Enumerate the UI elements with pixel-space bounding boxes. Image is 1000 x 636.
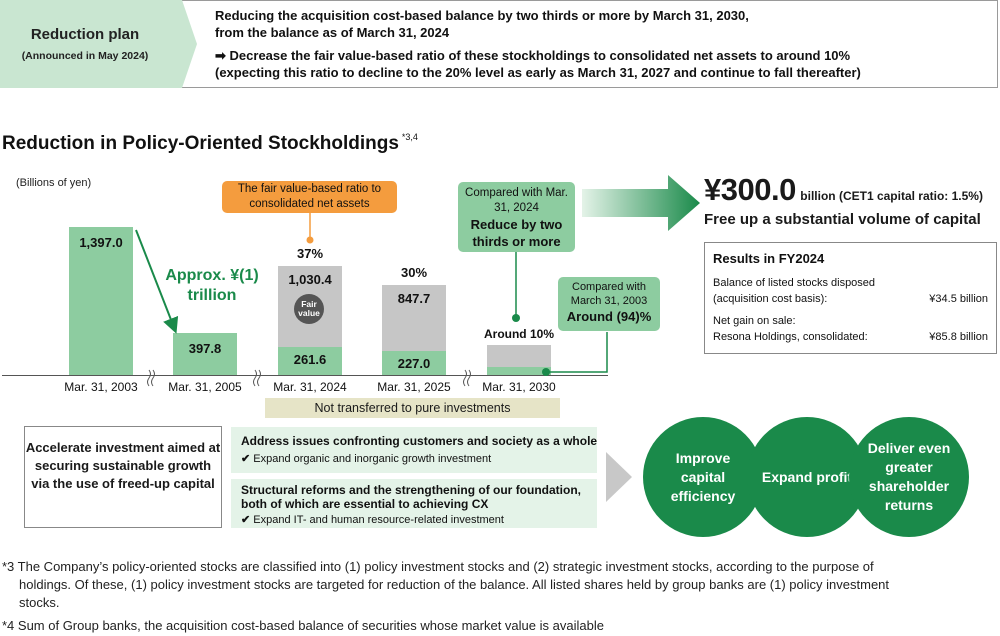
- x-label-2003: Mar. 31, 2003: [64, 380, 138, 394]
- plan-line-1-a: Reducing the acquisition cost-based bala…: [215, 8, 517, 23]
- plan-line-1-b: two thirds or more: [516, 8, 631, 23]
- big-arrow-icon: [582, 175, 700, 231]
- plan-line-3-b: around 10%: [776, 48, 851, 63]
- footnote-4: *4 Sum of Group banks, the acquisition c…: [2, 618, 604, 633]
- issue-box-customers: Address issues confronting customers and…: [231, 427, 597, 473]
- issue-box-1-sub: ✔ Expand organic and inorganic growth in…: [241, 452, 491, 465]
- footnote-3-line-3: stocks.: [19, 595, 60, 610]
- results-row2-a: Net gain on sale:: [713, 315, 796, 327]
- plan-tag: Reduction plan (Announced in May 2024): [0, 0, 197, 88]
- section-note-ref: *3,4: [401, 132, 418, 142]
- circle-1-text: Improve capital efficiency: [670, 449, 736, 504]
- check-icon: ✔: [241, 514, 251, 526]
- approx-trillion-annotation: Approx. ¥(1) trillion: [165, 267, 259, 304]
- fair-value-badge: Fair value: [294, 294, 324, 324]
- ratio-label-2030: Around 10%: [483, 327, 554, 341]
- compare-2024-callout: Compared with Mar. 31, 2024 Reduce by tw…: [458, 182, 575, 252]
- plan-line-1: Reducing the acquisition cost-based bala…: [215, 8, 749, 23]
- compare-2024-bold: Reduce by two thirds or more: [470, 217, 563, 249]
- issue-box-structural: Structural reforms and the strengthening…: [231, 479, 597, 528]
- x-label-2030: Mar. 31, 2030: [482, 380, 556, 394]
- compare-2003-callout: Compared with March 31, 2003 Around (94)…: [558, 277, 660, 331]
- x-label-2025: Mar. 31, 2025: [377, 380, 451, 394]
- ratio-label-2024: 37%: [296, 245, 324, 261]
- circle-expand-profit: Expand profit: [747, 417, 867, 537]
- chart-baseline: [2, 375, 608, 376]
- results-row2-b: Resona Holdings, consolidated:: [713, 331, 868, 343]
- bar-acq-2030-projected: [487, 367, 551, 375]
- section-title: Reduction in Policy-Oriented Stockholdin…: [2, 132, 418, 155]
- bar-acq-2005: [173, 332, 237, 375]
- fair-value-ratio-callout: The fair value-based ratio to consolidat…: [222, 181, 397, 213]
- circle-2-text: Expand profit: [761, 468, 853, 485]
- bar-acq-2025: [382, 350, 446, 375]
- bar-label-2025-fair: 847.7: [397, 291, 431, 307]
- circle-shareholder-returns: Deliver even greater shareholder returns: [849, 417, 969, 537]
- bar-label-2025-acq: 227.0: [397, 355, 431, 371]
- results-row1-value: ¥34.5 billion: [929, 293, 988, 305]
- results-row1-b: (acquisition cost basis):: [713, 293, 828, 305]
- footnote-3-line-2: holdings. Of these, (1) policy investmen…: [19, 577, 890, 592]
- plan-subtitle: (Announced in May 2024): [21, 50, 149, 62]
- bar-acq-2003: [69, 227, 133, 375]
- issue-box-1-sub-text: Expand organic and inorganic growth inve…: [253, 453, 492, 465]
- compare-2003-small: Compared with March 31, 2003: [570, 281, 648, 307]
- bar-label-2024-acq: 261.6: [293, 352, 327, 368]
- compare-2024-small: Compared with Mar. 31, 2024: [465, 187, 568, 214]
- bar-label-2024-fair: 1,030.4: [288, 271, 332, 287]
- issue-box-2-sub: ✔ Expand IT- and human resource-related …: [241, 513, 504, 526]
- plan-line-1-c: by March 31, 2030,: [630, 8, 749, 23]
- results-fy2024-box: Results in FY2024 Balance of listed stoc…: [704, 242, 997, 354]
- chevron-right-icon: [606, 452, 632, 502]
- issue-box-1-head: Address issues confronting customers and…: [241, 434, 598, 448]
- x-label-2024: Mar. 31, 2024: [273, 380, 347, 394]
- bar-acq-2024: [278, 347, 342, 375]
- issue-box-2-sub-text: Expand IT- and human resource-related in…: [253, 514, 504, 526]
- bar-label-2003: 1,397.0: [79, 235, 123, 250]
- x-label-2005: Mar. 31, 2005: [168, 380, 242, 394]
- unit-label: (Billions of yen): [16, 177, 92, 189]
- not-transferred-band: Not transferred to pure investments: [265, 398, 560, 418]
- issue-box-2-head-2: both of which are essential to achieving…: [241, 497, 489, 511]
- capital-amount: ¥300.0: [704, 172, 796, 207]
- results-title: Results in FY2024: [713, 251, 825, 266]
- annotation-lines: [135, 213, 608, 376]
- axis-break-marks: [147, 369, 471, 387]
- compare-2003-bold: Around (94)%: [566, 309, 652, 324]
- check-icon: ✔: [241, 453, 251, 465]
- issue-box-2-head-1: Structural reforms and the strengthening…: [241, 483, 582, 497]
- results-row2-value: ¥85.8 billion: [929, 331, 988, 343]
- circle-improve-capital-efficiency: Improve capital efficiency: [643, 417, 763, 537]
- capital-unit: billion (CET1 capital ratio: 1.5%): [800, 189, 983, 203]
- capital-amount-line: ¥300.0 billion (CET1 capital ratio: 1.5%…: [704, 172, 983, 208]
- section-title-text: Reduction in Policy-Oriented Stockholdin…: [2, 133, 399, 154]
- arrow-right-icon: ➡: [215, 48, 226, 63]
- accelerate-investment-box: Accelerate investment aimed at securing …: [24, 426, 222, 528]
- circle-3-text: Deliver even greater shareholder returns: [867, 440, 951, 513]
- footnote-3-line-1: *3 The Company’s policy-oriented stocks …: [2, 559, 874, 574]
- stockholdings-bar-chart: 1,397.0 397.8 261.6 227.0 1,030.4 847.7 …: [0, 0, 700, 420]
- results-row1-a: Balance of listed stocks disposed: [713, 277, 876, 289]
- plan-line-3-a: Decrease the fair value-based ratio of t…: [229, 48, 777, 63]
- plan-line-4: (expecting this ratio to decline to the …: [215, 65, 861, 80]
- ratio-label-2025: 30%: [400, 265, 428, 281]
- plan-line-2: from the balance as of March 31, 2024: [215, 25, 450, 40]
- bar-label-2005: 397.8: [188, 340, 222, 356]
- capital-caption: Free up a substantial volume of capital: [704, 211, 981, 228]
- plan-title: Reduction plan: [30, 26, 140, 43]
- plan-tag-shape: [0, 0, 197, 88]
- plan-line-3: ➡ Decrease the fair value-based ratio of…: [215, 48, 850, 64]
